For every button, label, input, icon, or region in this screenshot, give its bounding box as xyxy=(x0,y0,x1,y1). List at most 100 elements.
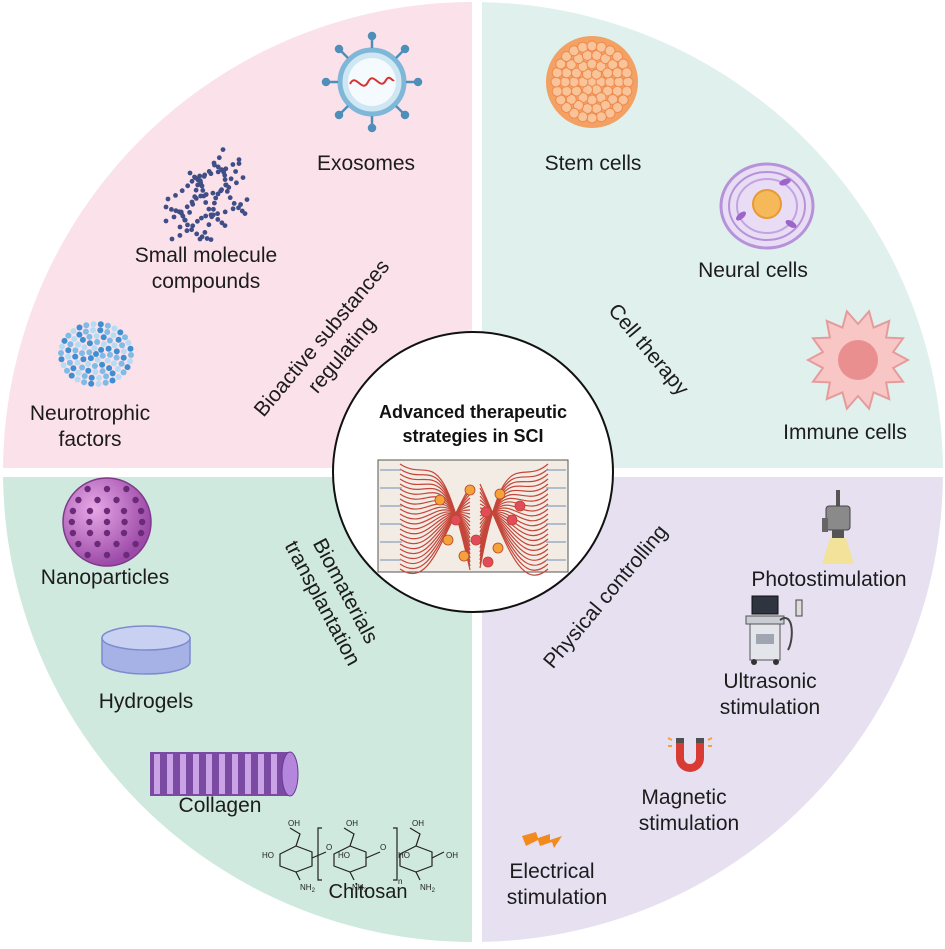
collagen-stripe xyxy=(193,754,199,794)
factor-dot xyxy=(82,328,89,335)
factor-dot xyxy=(120,369,127,376)
molecule-bead xyxy=(187,210,193,215)
molecule-bead xyxy=(227,195,233,201)
molecule-bead xyxy=(230,206,236,212)
nerve-fiber xyxy=(399,512,471,530)
molecule-bead xyxy=(213,195,219,201)
nanoparticle-dot xyxy=(84,551,91,559)
stem-cell-blob xyxy=(607,59,619,71)
molecule-bead xyxy=(211,206,216,212)
molecule-bead xyxy=(187,170,193,176)
factor-dot xyxy=(115,336,122,343)
factor-dot xyxy=(94,339,101,345)
nerve-fiber xyxy=(399,509,471,545)
molecule-bead xyxy=(177,224,183,230)
nanoparticle-dot xyxy=(69,529,77,537)
neurotrophic-factor-icon xyxy=(58,321,134,387)
collagen-icon xyxy=(150,751,299,797)
molecule-bead xyxy=(194,231,200,237)
factor-dot xyxy=(127,358,133,365)
nerve-fiber xyxy=(479,503,549,537)
chitosan-structure-labels: HO OH O NH2 HO OH O NH2 n HO OH OH NH2 xyxy=(262,819,458,894)
molecule-bead xyxy=(192,194,198,200)
chitosan-ho-3: HO xyxy=(398,851,410,860)
collagen-stripe xyxy=(258,754,264,794)
chitosan-oh-3: OH xyxy=(412,819,424,828)
injury-cell xyxy=(442,534,454,546)
stem-cell-blob xyxy=(551,85,563,97)
nanoparticle-dot xyxy=(103,518,111,526)
nanoparticle-dot xyxy=(123,485,130,493)
factor-dot xyxy=(117,329,124,336)
nerve-fiber xyxy=(399,513,471,535)
factor-dot xyxy=(106,337,113,344)
molecule-bead xyxy=(179,188,185,194)
molecule-bead xyxy=(230,162,236,167)
stem-cell-blob xyxy=(550,76,562,88)
molecule-bead xyxy=(192,174,197,180)
factor-dot xyxy=(91,345,98,352)
factor-dot xyxy=(75,341,82,348)
chitosan-n: n xyxy=(398,877,402,886)
chitosan-nh2-3: NH2 xyxy=(420,883,436,894)
nanoparticle-dot xyxy=(113,540,120,548)
molecule-bead xyxy=(189,227,195,233)
collagen-stripe xyxy=(245,754,251,794)
molecule-bead xyxy=(236,161,242,167)
molecule-bead xyxy=(184,228,190,234)
hydrogels-label: Hydrogels xyxy=(99,690,194,713)
molecule-bead xyxy=(222,209,228,215)
collagen-label: Collagen xyxy=(179,794,262,817)
stem-cells-label: Stem cells xyxy=(545,152,642,175)
chitosan-nh2-2: NH2 xyxy=(352,883,368,894)
magnet-icon xyxy=(667,737,713,772)
factor-dot xyxy=(81,379,88,386)
factor-dot xyxy=(88,374,95,381)
stem-cell-blob xyxy=(612,102,623,113)
collagen-stripe xyxy=(206,754,212,794)
molecule-bead xyxy=(177,233,183,238)
factor-dot xyxy=(74,376,81,383)
molecule-bead xyxy=(171,214,177,220)
chitosan-oh-1: OH xyxy=(288,819,300,828)
factor-dot xyxy=(72,353,79,360)
factor-dot xyxy=(64,367,70,374)
center-panel: Advanced therapeutic strategies in SCI xyxy=(332,331,614,613)
molecule-bead xyxy=(169,207,174,212)
factor-dot xyxy=(70,365,77,372)
factor-dot xyxy=(68,372,75,379)
factor-dot xyxy=(88,380,95,387)
molecule-bead xyxy=(234,180,239,186)
quadrant-biomaterials xyxy=(3,477,472,942)
injury-cell xyxy=(434,494,446,506)
electrical-label-line1: Electrical xyxy=(509,860,594,883)
injury-cell xyxy=(494,488,506,500)
factor-dot xyxy=(87,355,94,362)
molecule-bead xyxy=(184,204,190,210)
nanoparticle-dot xyxy=(94,540,101,548)
nanoparticle-dot xyxy=(120,529,128,537)
injury-cell xyxy=(506,514,518,526)
exosome-icon xyxy=(321,31,423,133)
factor-dot xyxy=(109,370,116,377)
factor-dot xyxy=(97,321,104,328)
spinal-cord-injury-illustration xyxy=(377,459,569,576)
collagen-stripe xyxy=(167,754,173,794)
nerve-fiber xyxy=(399,501,471,555)
nerve-fiber xyxy=(479,493,549,545)
factor-dot xyxy=(85,367,92,374)
factor-dot xyxy=(70,328,77,334)
nanoparticle-icon xyxy=(62,477,152,567)
stem-cell-blob xyxy=(565,59,577,71)
factor-dot xyxy=(111,342,118,349)
factor-dot xyxy=(93,333,100,339)
nerve-fiber xyxy=(399,505,471,550)
molecule-bead xyxy=(189,178,195,184)
molecule-bead xyxy=(228,176,234,182)
quadrant-physical xyxy=(482,477,943,942)
molecule-bead xyxy=(206,169,212,174)
factor-dot xyxy=(86,333,93,340)
nanoparticle-dot xyxy=(68,518,75,526)
molecule-bead xyxy=(185,222,190,228)
